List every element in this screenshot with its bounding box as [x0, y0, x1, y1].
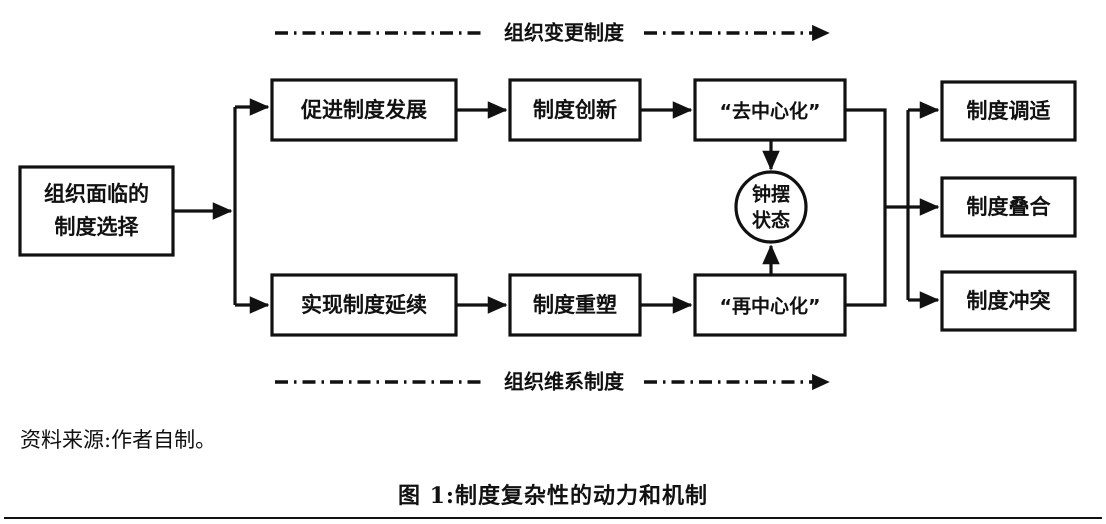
node-outcome-1-label: 制度调适 — [967, 99, 1051, 123]
figure-caption: 图 1:制度复杂性的动力和机制 — [397, 483, 709, 509]
node-top-2-label: 制度创新 — [533, 98, 617, 122]
node-top-3[interactable]: “去中心化” — [693, 78, 847, 142]
node-bottom-1-label: 实现制度延续 — [301, 293, 427, 317]
node-outcome-1[interactable]: 制度调适 — [940, 80, 1077, 142]
node-start-label-line2: 制度选择 — [55, 215, 140, 239]
node-outcome-3[interactable]: 制度冲突 — [940, 270, 1077, 332]
source-note: 资料来源:作者自制。 — [20, 428, 217, 452]
node-top-3-label: “去中心化” — [720, 100, 821, 123]
institutional-complexity-diagram: 组织变更制度 组织维系制度 组织面临的 制度选择 — [18, 21, 1077, 394]
node-bottom-1[interactable]: 实现制度延续 — [270, 273, 458, 337]
node-start-label-line1: 组织面临的 — [44, 182, 149, 206]
node-bottom-2[interactable]: 制度重塑 — [508, 273, 642, 337]
connector-outcome-collector — [845, 108, 887, 307]
node-outcome-2-label: 制度叠合 — [967, 195, 1052, 219]
node-top-1[interactable]: 促进制度发展 — [270, 78, 458, 142]
bottom-flow-label: 组织维系制度 — [504, 370, 625, 394]
node-bottom-3-label: “再中心化” — [720, 295, 821, 318]
node-bottom-3[interactable]: “再中心化” — [693, 273, 847, 337]
node-start[interactable]: 组织面临的 制度选择 — [18, 165, 175, 257]
node-pendulum-label-line1: 钟摆 — [752, 183, 790, 206]
node-top-1-label: 促进制度发展 — [300, 98, 427, 122]
node-pendulum-state[interactable]: 钟摆 状态 — [734, 170, 808, 244]
node-bottom-2-label: 制度重塑 — [533, 293, 617, 317]
node-outcome-2[interactable]: 制度叠合 — [940, 176, 1077, 238]
node-outcome-3-label: 制度冲突 — [967, 289, 1051, 313]
node-top-2[interactable]: 制度创新 — [508, 78, 642, 142]
node-pendulum-label-line2: 状态 — [752, 209, 790, 232]
top-flow-label: 组织变更制度 — [504, 21, 625, 45]
bottom-divider — [4, 517, 1102, 519]
